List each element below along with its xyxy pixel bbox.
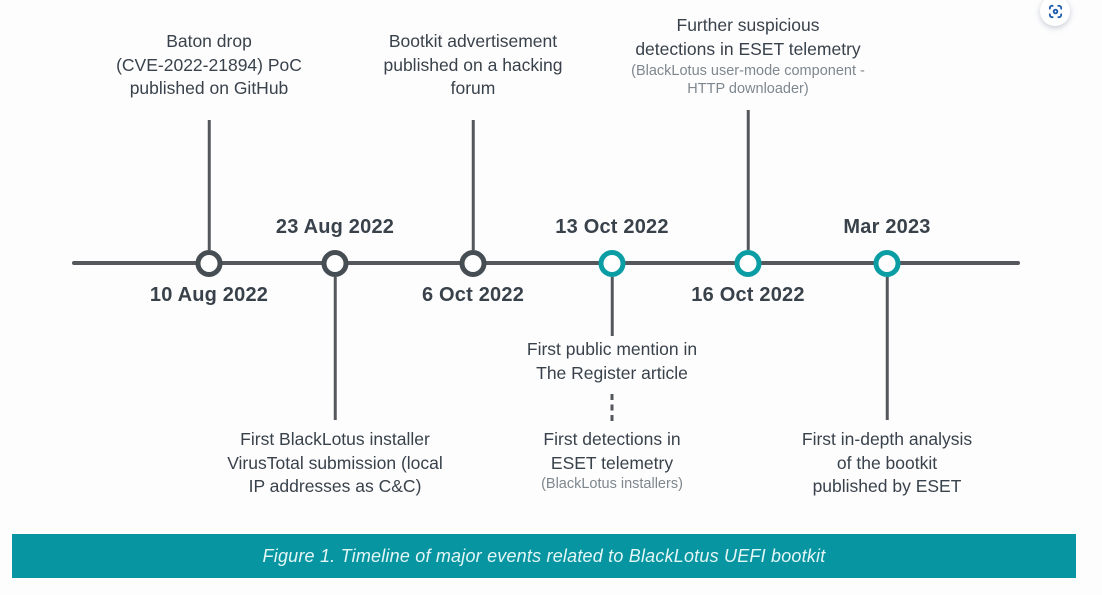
scan-viewfinder-icon: [1047, 3, 1064, 20]
scan-button[interactable]: [1040, 0, 1070, 26]
event-date: 13 Oct 2022: [555, 216, 669, 238]
event-connector-line: [885, 277, 889, 420]
timeline-node: [873, 250, 901, 277]
event-date: Mar 2023: [843, 216, 931, 238]
event-connector-line: [610, 277, 614, 336]
event-connector-dashed-line: [610, 394, 614, 421]
timeline-node: [734, 250, 762, 277]
event-date: 23 Aug 2022: [275, 216, 395, 238]
event-date: 6 Oct 2022: [421, 284, 525, 306]
event-title: First public mention in The Register art…: [526, 339, 698, 383]
event-secondary-subtitle: (BlackLotus installers): [541, 476, 683, 492]
event-title: First BlackLotus installer VirusTotal su…: [227, 429, 443, 496]
figure-caption-bar: Figure 1. Timeline of major events relat…: [12, 534, 1076, 578]
event-secondary-title: First detections in ESET telemetry: [543, 429, 681, 473]
event-connector-line: [471, 120, 475, 250]
event-title: Bootkit advertisement published on a hac…: [383, 31, 563, 98]
event-title: Further suspicious detections in ESET te…: [635, 15, 861, 59]
event-title: Baton drop (CVE-2022-21894) PoC publishe…: [116, 31, 302, 98]
event-connector-line: [207, 120, 211, 250]
event-date: 10 Aug 2022: [149, 284, 269, 306]
event-title: First in-depth analysis of the bootkit p…: [801, 429, 973, 496]
event-connector-line: [333, 277, 337, 420]
timeline-node: [459, 250, 487, 277]
event-date: 16 Oct 2022: [691, 284, 805, 306]
figure-caption: Figure 1. Timeline of major events relat…: [262, 545, 826, 566]
timeline-node: [321, 250, 349, 277]
event-subtitle: (BlackLotus user-mode component - HTTP d…: [631, 63, 865, 97]
timeline-node: [598, 250, 626, 277]
timeline-axis: [72, 261, 1020, 265]
timeline-node: [195, 250, 223, 277]
event-connector-line: [746, 110, 750, 250]
